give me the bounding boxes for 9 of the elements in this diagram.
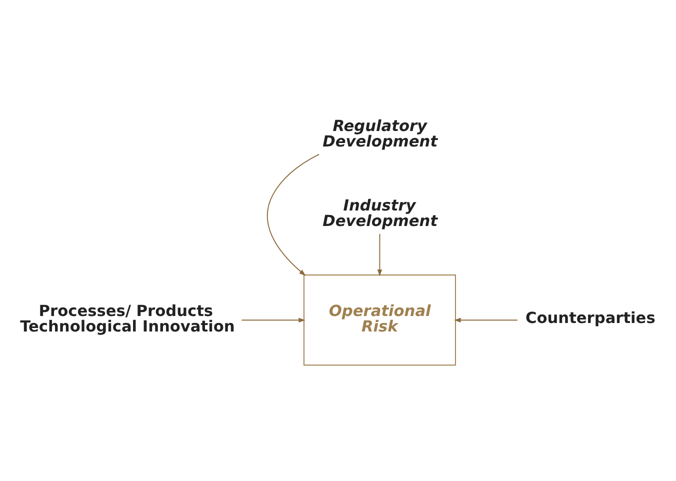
node-text: Processes/ Products Technological Innovation (20, 302, 235, 336)
arrow (454, 318, 518, 322)
arrow (266, 154, 320, 276)
node-text: Regulatory Development (322, 116, 438, 150)
node-text: Industry Development (322, 196, 438, 230)
arrow (241, 318, 306, 322)
node-box: Operational Risk (303, 274, 456, 366)
arrow (377, 233, 382, 276)
node-text: Counterparties (525, 308, 656, 327)
